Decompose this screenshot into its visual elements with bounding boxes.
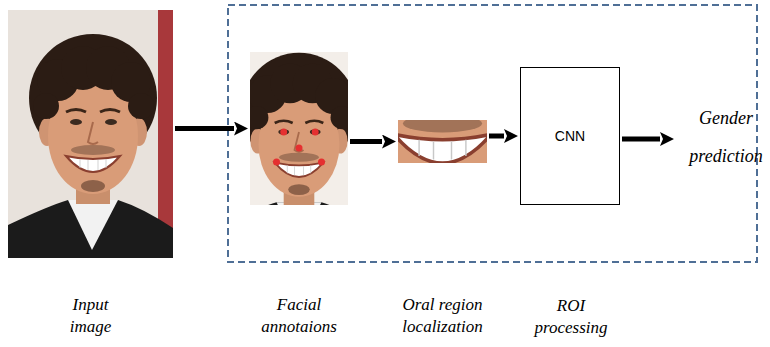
- man-mouth: [398, 120, 487, 163]
- box-label: CNN: [549, 127, 591, 145]
- input-photo: [8, 10, 173, 258]
- process-box: CNNROI processing: [520, 67, 620, 205]
- input-image-panel: Input image: [8, 10, 173, 258]
- stage-caption: ROI processing: [526, 295, 616, 339]
- flow-arrow: [350, 139, 382, 144]
- mouth-crop: [398, 120, 487, 163]
- landmark-dot: [312, 129, 319, 136]
- stage-caption: Input image: [59, 294, 123, 338]
- landmark-dots: [273, 129, 325, 166]
- output-label: Gender prediction: [676, 99, 770, 179]
- output-text: Gender prediction: [676, 99, 770, 175]
- flow-arrow: [489, 134, 504, 139]
- photo-background: [8, 10, 173, 258]
- flow-arrow: [622, 137, 660, 142]
- man-portrait: [8, 34, 173, 258]
- stage-caption: Oral region localization: [391, 294, 495, 338]
- flow-arrow: [175, 126, 234, 131]
- mouth-image-panel: Oral region localization: [398, 120, 487, 163]
- stage-caption: Facial annotaions: [251, 294, 347, 338]
- landmark-dot: [318, 159, 325, 166]
- face-image-panel: Facial annotaions: [250, 52, 348, 205]
- face-crop: [250, 52, 348, 205]
- landmark-dot: [273, 159, 280, 166]
- man-face: [250, 53, 348, 205]
- landmark-dot: [280, 129, 287, 136]
- landmark-dot: [296, 145, 303, 152]
